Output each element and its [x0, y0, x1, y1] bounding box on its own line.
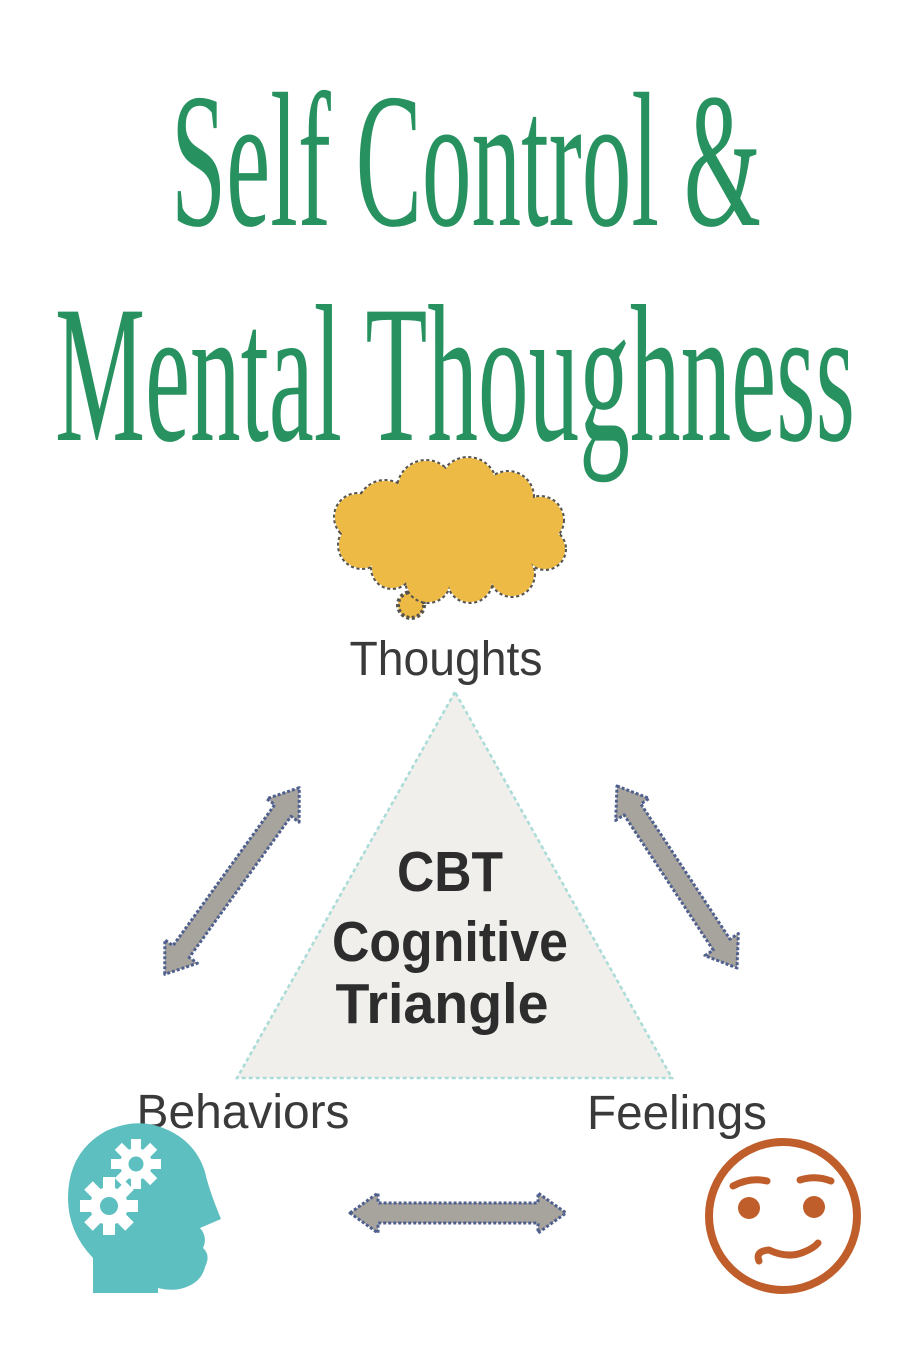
gear-icon-small: [111, 1139, 161, 1189]
face-outline: [705, 1138, 861, 1294]
behaviors-label: Behaviors: [137, 1086, 350, 1139]
cloud-fill-layer: [335, 458, 565, 602]
title-line-2: Mental Thoughness: [55, 266, 855, 483]
thought-cloud-icon: [333, 456, 567, 620]
triangle-text-line-3: Triangle: [336, 972, 549, 1036]
head-silhouette: [68, 1123, 221, 1293]
triangle-text-line-1: CBT: [397, 840, 503, 904]
triangle-text-line-2: Cognitive: [332, 910, 568, 974]
worried-face-icon: [705, 1138, 861, 1294]
head-with-gears-icon: [68, 1123, 221, 1293]
face-eye-right: [803, 1196, 825, 1218]
face-eyebrow-right: [796, 1174, 835, 1185]
title-line-1: Self Control &: [171, 54, 761, 267]
thoughts-label: Thoughts: [350, 633, 543, 686]
cognitive-triangle-shape: [234, 689, 675, 1080]
double-headed-arrow-icon-left: [163, 786, 301, 976]
face-frown-mouth: [754, 1239, 822, 1265]
face-eye-left: [738, 1197, 760, 1219]
gear-icon-large: [80, 1177, 138, 1235]
double-headed-arrow-icon-right: [614, 784, 740, 970]
face-eyebrow-left: [729, 1176, 771, 1190]
double-headed-arrow-icon-bottom: [348, 1191, 568, 1235]
feelings-label: Feelings: [587, 1087, 767, 1140]
